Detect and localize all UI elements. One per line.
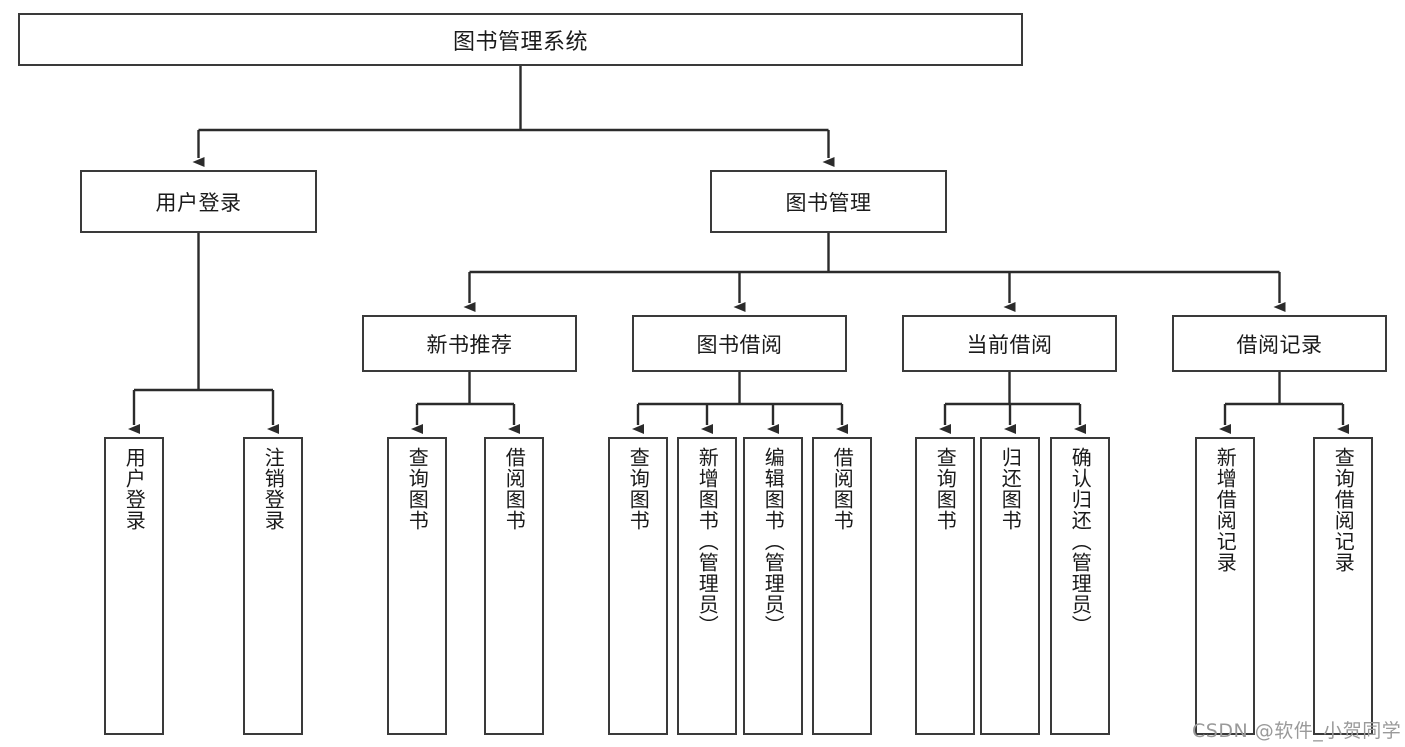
node-label: 查询图书 <box>626 447 651 531</box>
node-label: 借阅图书 <box>830 447 855 531</box>
node-借阅图书-leaf-1-3[interactable]: 借阅图书 <box>812 437 872 735</box>
node-label: 查询图书 <box>405 447 430 531</box>
node-查询借阅记录-leaf-3-1[interactable]: 查询借阅记录 <box>1313 437 1373 735</box>
node-label: 借阅图书 <box>502 447 527 531</box>
node-label: 用户登录 <box>122 447 147 531</box>
node-当前借阅-l3-2[interactable]: 当前借阅 <box>902 315 1117 372</box>
node-编辑图书管理员-leaf-1-2[interactable]: 编辑图书（管理员） <box>743 437 803 735</box>
node-label: 归还图书 <box>998 447 1023 531</box>
node-label: 新书推荐 <box>426 332 513 357</box>
node-借阅图书-leaf-0-1[interactable]: 借阅图书 <box>484 437 544 735</box>
node-借阅记录-l3-3[interactable]: 借阅记录 <box>1172 315 1387 372</box>
node-label: 注销登录 <box>261 447 286 531</box>
node-label: 图书借阅 <box>696 332 783 357</box>
node-label: 当前借阅 <box>966 332 1053 357</box>
node-查询图书-leaf-1-0[interactable]: 查询图书 <box>608 437 668 735</box>
node-label: 查询借阅记录 <box>1331 447 1356 573</box>
node-label: 查询图书 <box>933 447 958 531</box>
node-label: 图书管理 <box>785 190 872 215</box>
node-注销登录-leaf-0-1[interactable]: 注销登录 <box>243 437 303 735</box>
node-归还图书-leaf-2-1[interactable]: 归还图书 <box>980 437 1040 735</box>
node-label: 用户登录 <box>155 190 242 215</box>
node-图书管理-l2-1[interactable]: 图书管理 <box>710 170 947 233</box>
csdn-watermark: CSDN @软件_小贺同学 <box>1192 720 1402 742</box>
node-用户登录-l2-0[interactable]: 用户登录 <box>80 170 317 233</box>
node-确认归还管理员-leaf-2-2[interactable]: 确认归还（管理员） <box>1050 437 1110 735</box>
node-label: 图书管理系统 <box>452 29 588 55</box>
node-label: 新增图书（管理员） <box>695 447 720 636</box>
node-label: 新增借阅记录 <box>1213 447 1238 573</box>
node-图书管理系统-root[interactable]: 图书管理系统 <box>18 13 1023 66</box>
node-label: 借阅记录 <box>1236 332 1323 357</box>
node-查询图书-leaf-0-0[interactable]: 查询图书 <box>387 437 447 735</box>
node-新增借阅记录-leaf-3-0[interactable]: 新增借阅记录 <box>1195 437 1255 735</box>
node-label: 编辑图书（管理员） <box>761 447 786 636</box>
node-图书借阅-l3-1[interactable]: 图书借阅 <box>632 315 847 372</box>
node-查询图书-leaf-2-0[interactable]: 查询图书 <box>915 437 975 735</box>
node-新增图书管理员-leaf-1-1[interactable]: 新增图书（管理员） <box>677 437 737 735</box>
node-label: 确认归还（管理员） <box>1068 447 1093 636</box>
node-新书推荐-l3-0[interactable]: 新书推荐 <box>362 315 577 372</box>
node-用户登录-leaf-0-0[interactable]: 用户登录 <box>104 437 164 735</box>
